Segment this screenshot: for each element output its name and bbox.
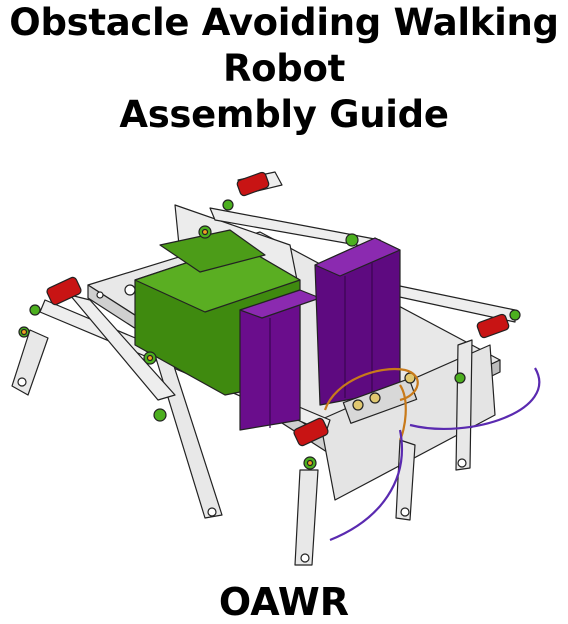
title-line-2: Robot bbox=[222, 47, 345, 90]
harness-wire bbox=[323, 368, 419, 411]
robot-illustration bbox=[0, 160, 568, 580]
product-code: OAWR bbox=[218, 580, 350, 624]
document-title: Obstacle Avoiding Walking Robot Assembly… bbox=[0, 0, 568, 138]
title-line-1: Obstacle Avoiding Walking bbox=[9, 1, 559, 44]
right-leg bbox=[455, 339, 473, 471]
left-leg-front bbox=[11, 329, 49, 396]
spacer-left bbox=[46, 276, 82, 306]
left-leg-mid bbox=[69, 294, 176, 401]
antenna-wire-left bbox=[329, 429, 403, 542]
front-leg bbox=[294, 469, 319, 566]
title-line-3: Assembly Guide bbox=[119, 93, 449, 136]
antenna-wire-right bbox=[409, 367, 541, 430]
sensor-board bbox=[342, 378, 418, 424]
spacer-right bbox=[476, 313, 510, 339]
spacer-front bbox=[293, 417, 329, 447]
robot-illustration-svg bbox=[11, 171, 541, 566]
battery-rear-top bbox=[314, 237, 401, 277]
spacer-back bbox=[236, 171, 270, 197]
front-plate bbox=[319, 344, 496, 501]
